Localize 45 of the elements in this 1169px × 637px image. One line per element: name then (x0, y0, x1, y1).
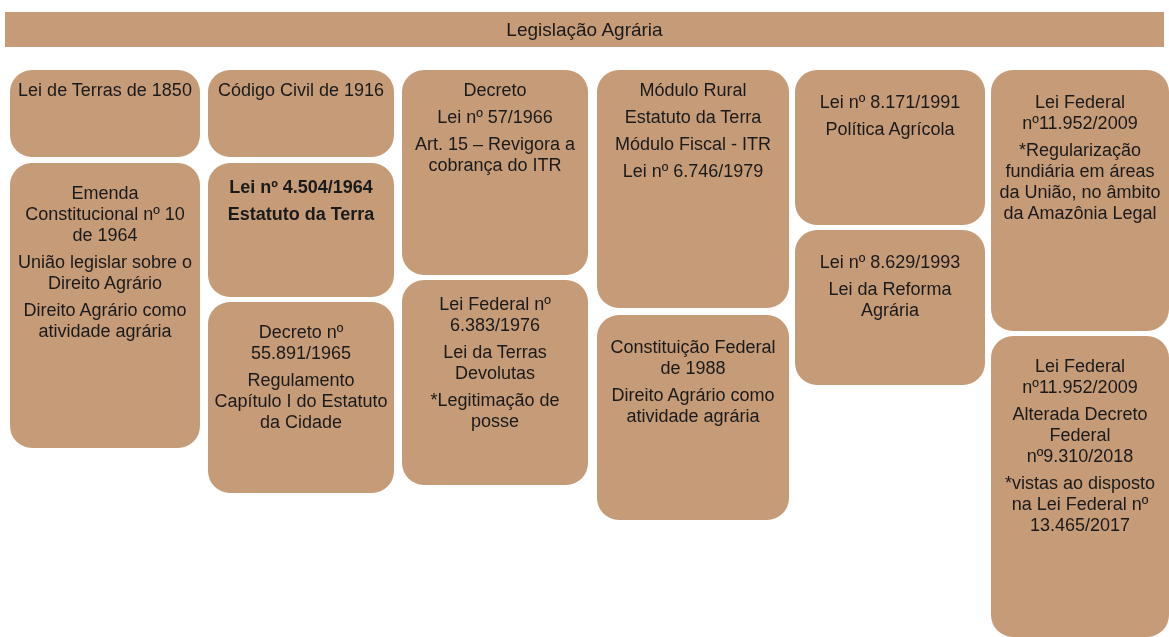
law-title: Lei nº 4.504/1964 (229, 177, 373, 198)
law-note: *vistas ao disposto na Lei Federal nº 13.465/2017 (1003, 473, 1157, 536)
law-box (991, 336, 1169, 637)
law-note: Direito Agrário como atividade agrária (610, 385, 776, 427)
law-title: Lei Federal nº11.952/2009 (1021, 356, 1139, 398)
law-note: *Legitimação de posse (429, 390, 561, 432)
law-title: Módulo Rural (639, 80, 747, 101)
law-note: Lei da Terras Devolutas (442, 342, 548, 384)
law-box (991, 70, 1169, 331)
law-note: Lei nº 57/1966 (437, 107, 553, 128)
law-note: União legislar sobre o Direito Agrário (16, 252, 194, 294)
law-note: *Regularização fundiária em áreas da União, no âmbito da Amazônia Legal (998, 140, 1162, 224)
law-note: Lei nº 6.746/1979 (622, 161, 764, 182)
law-title: Decreto nº 55.891/1965 (249, 322, 353, 364)
law-box (208, 302, 394, 493)
law-title: Emenda Constitucional nº 10 de 1964 (24, 183, 186, 246)
law-note: Estatuto da Terra (227, 204, 375, 225)
law-note: Direito Agrário como atividade agrária (22, 300, 188, 342)
law-note: Política Agrícola (825, 119, 955, 140)
law-note: Lei da Reforma Agrária (827, 279, 953, 321)
law-title: Lei nº 8.171/1991 (819, 92, 961, 113)
law-note: Módulo Fiscal - ITR (614, 134, 771, 155)
law-box (402, 70, 588, 275)
law-title: Decreto (463, 80, 527, 101)
law-title: Lei Federal nº11.952/2009 (1021, 92, 1139, 134)
law-box (402, 280, 588, 485)
law-title: Código Civil de 1916 (217, 80, 385, 101)
law-title: Lei nº 8.629/1993 (819, 252, 961, 273)
law-title: Constituição Federal de 1988 (609, 337, 777, 379)
law-note: Alterada Decreto Federal nº9.310/2018 (1011, 404, 1149, 467)
law-note: Art. 15 – Revigora a cobrança do ITR (413, 134, 577, 176)
law-box (795, 70, 985, 225)
law-box (795, 230, 985, 385)
law-box (208, 163, 394, 297)
title-band (5, 12, 1164, 47)
law-title: Lei de Terras de 1850 (18, 80, 192, 101)
law-box (208, 70, 394, 157)
law-note: Regulamento Capítulo I do Estatuto da Cidade (214, 370, 388, 433)
law-box (10, 70, 200, 157)
law-box (597, 70, 789, 308)
title-text: Legislação Agrária (506, 19, 663, 40)
law-title: Lei Federal nº 6.383/1976 (438, 294, 552, 336)
law-box (10, 163, 200, 448)
law-box (597, 315, 789, 520)
law-note: Estatuto da Terra (624, 107, 762, 128)
